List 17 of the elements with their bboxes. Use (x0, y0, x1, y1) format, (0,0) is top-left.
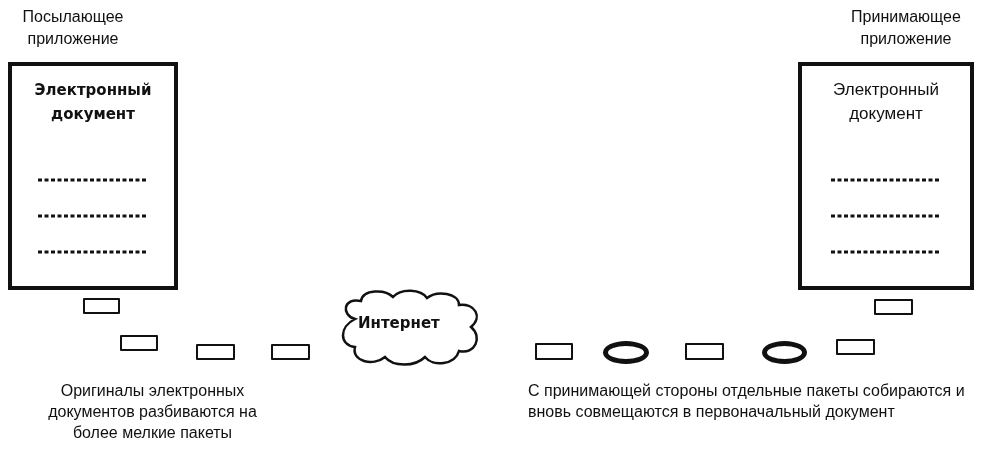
document-title: Электронный документ (33, 80, 153, 125)
packet-box (83, 298, 120, 314)
packet-box (196, 344, 235, 360)
caption-text: С принимающей стороны отдельные пакеты собираются и вновь совмещаются в первоначальный документ (528, 381, 966, 422)
application-label: Принимающее приложение (850, 7, 962, 49)
packet-box (685, 343, 724, 360)
caption-text: Оригиналы электронных документов разбиваются на более мелкие пакеты (47, 381, 258, 443)
packet-box (271, 344, 310, 360)
packet-box (535, 343, 573, 360)
packet-box (874, 299, 913, 315)
application-label: Посылающее приложение (21, 7, 125, 49)
packet-ring (762, 341, 807, 364)
cloud-label: Интернет (358, 314, 440, 332)
packet-ring (603, 341, 649, 364)
packet-box (836, 339, 875, 355)
packet-box (120, 335, 158, 351)
document-title: Электронный документ (832, 79, 940, 125)
